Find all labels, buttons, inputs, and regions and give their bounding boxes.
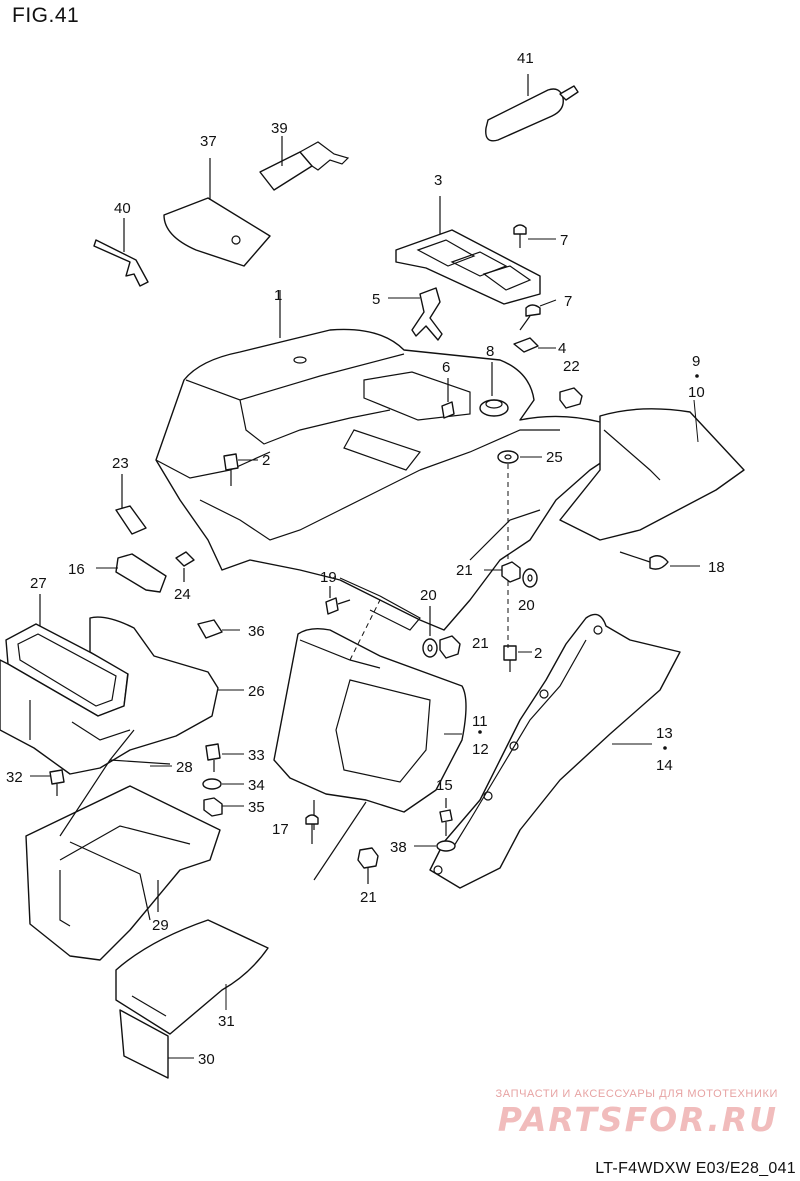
part-21-nut-lower[interactable] bbox=[357, 847, 379, 884]
part-24-pad[interactable] bbox=[175, 551, 195, 582]
part-35-nut[interactable] bbox=[203, 797, 244, 817]
part-6-plug[interactable] bbox=[441, 378, 455, 419]
part-20-washer-center[interactable] bbox=[422, 606, 438, 658]
callout-2-lower[interactable]: 2 bbox=[534, 645, 542, 662]
part-36-pad[interactable] bbox=[197, 619, 240, 639]
callout-1[interactable]: 1 bbox=[274, 287, 282, 304]
part-22-pad[interactable] bbox=[559, 387, 583, 409]
callout-31[interactable]: 31 bbox=[218, 1013, 235, 1030]
part-29-panel[interactable] bbox=[25, 785, 221, 961]
callout-32[interactable]: 32 bbox=[6, 769, 23, 786]
part-26-toolbox[interactable] bbox=[0, 616, 244, 775]
callout-3[interactable]: 3 bbox=[434, 172, 442, 189]
part-2-bolt-left[interactable] bbox=[223, 453, 258, 486]
dot-9-10 bbox=[695, 374, 699, 378]
part-7-screw-lower[interactable] bbox=[519, 299, 557, 331]
part-25-washer[interactable] bbox=[497, 450, 542, 464]
leader-11-lower bbox=[313, 801, 367, 881]
part-40-wrench[interactable] bbox=[93, 218, 149, 287]
callout-34[interactable]: 34 bbox=[248, 777, 265, 794]
callout-20-right[interactable]: 20 bbox=[518, 597, 535, 614]
callout-24[interactable]: 24 bbox=[174, 586, 191, 603]
callout-9[interactable]: 9 bbox=[692, 353, 700, 370]
part-41-tube[interactable] bbox=[485, 74, 579, 142]
part-21-nut-upper[interactable] bbox=[484, 561, 521, 583]
callout-36[interactable]: 36 bbox=[248, 623, 265, 640]
dot-13-14 bbox=[663, 746, 667, 750]
callout-5[interactable]: 5 bbox=[372, 291, 380, 308]
part-5-bracket[interactable] bbox=[388, 287, 443, 341]
callout-27[interactable]: 27 bbox=[30, 575, 47, 592]
part-7-screw-upper[interactable] bbox=[513, 224, 556, 248]
part-18-bolt[interactable] bbox=[619, 551, 700, 570]
part-16-pad[interactable] bbox=[96, 553, 167, 593]
callout-33[interactable]: 33 bbox=[248, 747, 265, 764]
callout-13[interactable]: 13 bbox=[656, 725, 673, 742]
part-20-washer-right[interactable] bbox=[522, 568, 538, 588]
part-39-strap[interactable] bbox=[259, 136, 350, 191]
part-37-pad[interactable] bbox=[163, 158, 271, 267]
dot-11-12 bbox=[478, 730, 482, 734]
part-31-skid-plate[interactable] bbox=[115, 919, 269, 1035]
callout-15[interactable]: 15 bbox=[436, 777, 453, 794]
part-13-14-side-guard[interactable] bbox=[429, 613, 681, 889]
callout-35[interactable]: 35 bbox=[248, 799, 265, 816]
callout-12[interactable]: 12 bbox=[472, 741, 489, 758]
part-17-screw[interactable] bbox=[305, 814, 319, 844]
callout-39[interactable]: 39 bbox=[271, 120, 288, 137]
leader-11-upper bbox=[349, 599, 381, 661]
part-11-12-inner-fender[interactable] bbox=[273, 627, 467, 830]
callout-6[interactable]: 6 bbox=[442, 359, 450, 376]
part-33-bolt[interactable] bbox=[205, 743, 244, 772]
part-28-bracket[interactable] bbox=[59, 729, 172, 837]
callout-40[interactable]: 40 bbox=[114, 200, 131, 217]
watermark-logo: PARTSFOR.RU bbox=[497, 1100, 778, 1139]
callout-18[interactable]: 18 bbox=[708, 559, 725, 576]
part-32-bolt[interactable] bbox=[30, 769, 65, 796]
watermark-tagline: ЗАПЧАСТИ И АКСЕССУАРЫ ДЛЯ МОТОТЕХНИКИ bbox=[495, 1088, 778, 1100]
callout-4[interactable]: 4 bbox=[558, 340, 566, 357]
callout-23[interactable]: 23 bbox=[112, 455, 129, 472]
callout-20-center[interactable]: 20 bbox=[420, 587, 437, 604]
part-19-bolt[interactable] bbox=[325, 586, 351, 615]
callout-10[interactable]: 10 bbox=[688, 384, 705, 401]
part-15-bolt[interactable] bbox=[439, 798, 453, 836]
callout-26[interactable]: 26 bbox=[248, 683, 265, 700]
callout-37[interactable]: 37 bbox=[200, 133, 217, 150]
figure-title: FIG.41 bbox=[12, 4, 80, 27]
callout-11[interactable]: 11 bbox=[472, 713, 488, 730]
callout-8[interactable]: 8 bbox=[486, 343, 494, 360]
callout-38[interactable]: 38 bbox=[390, 839, 407, 856]
part-30-guard[interactable] bbox=[119, 1009, 194, 1079]
part-3-tray[interactable] bbox=[395, 196, 541, 305]
footer-model-code: LT-F4WDXW E03/E28_041 bbox=[595, 1160, 796, 1177]
callout-21-lower[interactable]: 21 bbox=[360, 889, 377, 906]
callout-21-center[interactable]: 21 bbox=[472, 635, 489, 652]
part-21-nut-center[interactable] bbox=[439, 635, 461, 659]
callout-14[interactable]: 14 bbox=[656, 757, 673, 774]
callout-2-upper[interactable]: 2 bbox=[262, 452, 270, 469]
part-8-grommet[interactable] bbox=[479, 362, 509, 417]
callout-7-lower[interactable]: 7 bbox=[564, 293, 572, 310]
part-34-washer[interactable] bbox=[202, 778, 244, 790]
callout-21-upper[interactable]: 21 bbox=[456, 562, 473, 579]
callout-29[interactable]: 29 bbox=[152, 917, 169, 934]
callout-19[interactable]: 19 bbox=[320, 569, 337, 586]
callout-16[interactable]: 16 bbox=[68, 561, 85, 578]
callout-28[interactable]: 28 bbox=[176, 759, 193, 776]
callout-30[interactable]: 30 bbox=[198, 1051, 215, 1068]
part-4-plate[interactable] bbox=[513, 337, 556, 353]
part-23-clip[interactable] bbox=[115, 474, 147, 535]
callout-7-upper[interactable]: 7 bbox=[560, 232, 568, 249]
callout-25[interactable]: 25 bbox=[546, 449, 563, 466]
callout-41[interactable]: 41 bbox=[517, 50, 534, 67]
callout-17[interactable]: 17 bbox=[272, 821, 289, 838]
part-9-10-mud-flap[interactable] bbox=[559, 399, 745, 541]
part-38-washer[interactable] bbox=[414, 840, 456, 852]
part-2-bolt-right[interactable] bbox=[503, 645, 532, 672]
mounting-bar bbox=[339, 577, 421, 631]
callout-22[interactable]: 22 bbox=[563, 358, 580, 375]
